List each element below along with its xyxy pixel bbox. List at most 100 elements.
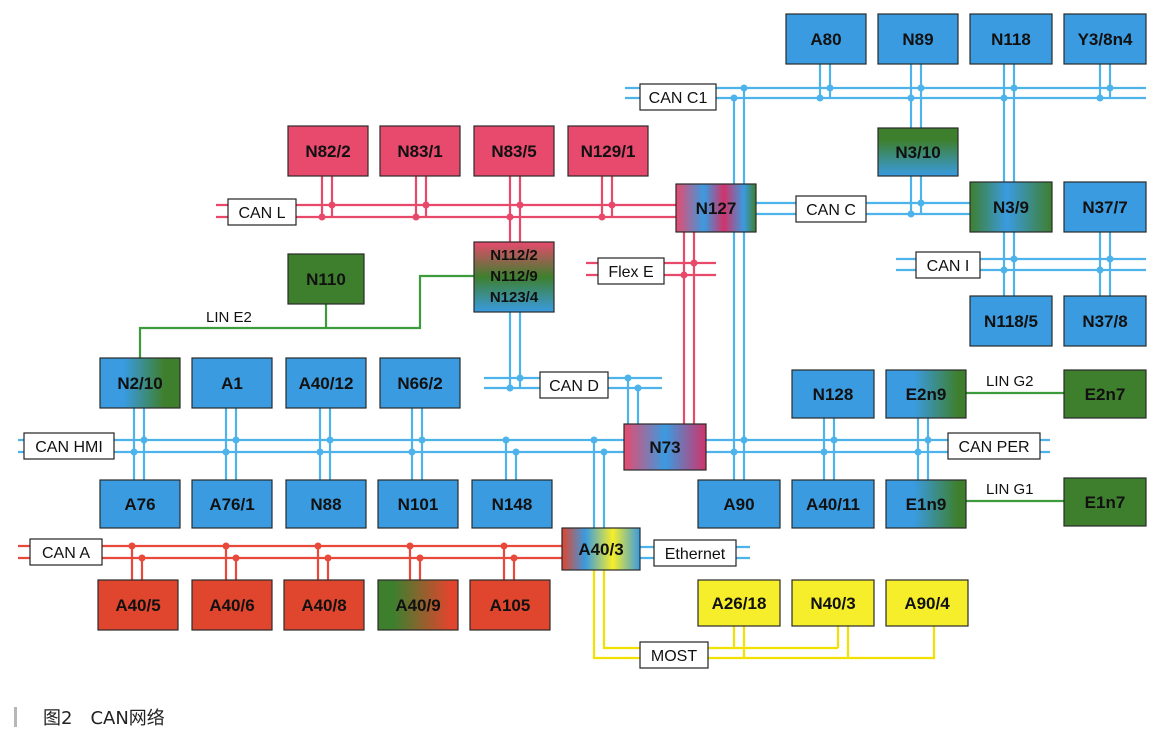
svg-text:Ethernet: Ethernet (665, 546, 726, 563)
node-n112-group: N112/2 N112/9 N123/4 (473, 241, 555, 313)
bus-label-ethernet: Ethernet (653, 539, 737, 567)
bus-label-can-i: CAN I (915, 251, 981, 279)
node-n37-7: N37/7 (1063, 181, 1147, 233)
svg-text:N37/7: N37/7 (1082, 198, 1127, 217)
svg-text:MOST: MOST (651, 648, 697, 665)
bus-label-can-l: CAN L (227, 198, 297, 226)
svg-text:N37/8: N37/8 (1082, 312, 1127, 331)
node-n118: N118 (969, 13, 1053, 65)
svg-text:A76/1: A76/1 (209, 495, 254, 514)
svg-text:N82/2: N82/2 (305, 142, 350, 161)
svg-text:N110: N110 (306, 270, 346, 289)
bus-label-lin-g2: LIN G2 (986, 373, 1034, 390)
node-a76: A76 (99, 479, 181, 529)
node-a40-9: A40/9 (377, 579, 459, 631)
node-a40-5: A40/5 (97, 579, 179, 631)
svg-text:N40/3: N40/3 (810, 594, 855, 613)
svg-text:N3/9: N3/9 (993, 198, 1029, 217)
caption-text: 图2 CAN网络 (43, 708, 165, 729)
svg-text:N118: N118 (991, 30, 1031, 49)
node-a40-12: A40/12 (285, 357, 367, 409)
svg-text:A26/18: A26/18 (712, 594, 767, 613)
svg-text:A40/6: A40/6 (209, 596, 254, 615)
svg-text:N88: N88 (310, 495, 341, 514)
bus-label-can-c: CAN C (795, 195, 867, 223)
node-n3-9: N3/9 (969, 181, 1053, 233)
node-a40-6: A40/6 (191, 579, 273, 631)
svg-text:N83/5: N83/5 (491, 142, 536, 161)
svg-text:N128: N128 (813, 385, 854, 404)
can-network-diagram: A80 N89 N118 Y3/8n4 N82/2 N83/1 N83/5 N1… (18, 13, 1147, 669)
bus-label-lin-g1: LIN G1 (986, 481, 1034, 498)
svg-text:CAN A: CAN A (42, 545, 90, 562)
svg-text:A80: A80 (810, 30, 841, 49)
svg-text:N112/2: N112/2 (490, 247, 538, 264)
node-n128: N128 (791, 369, 875, 419)
node-n110: N110 (287, 253, 365, 305)
svg-text:Flex E: Flex E (608, 264, 653, 281)
svg-text:N66/2: N66/2 (397, 374, 442, 393)
lin-e2-bus (138, 274, 474, 358)
svg-text:N89: N89 (902, 30, 933, 49)
svg-text:CAN PER: CAN PER (958, 439, 1029, 456)
node-n3-10: N3/10 (877, 127, 959, 177)
node-a26-18: A26/18 (697, 579, 781, 627)
node-n83-1: N83/1 (379, 125, 461, 177)
node-a105: A105 (469, 579, 551, 631)
svg-text:N2/10: N2/10 (117, 374, 162, 393)
node-n118-5: N118/5 (969, 295, 1053, 347)
svg-text:N112/9: N112/9 (490, 268, 538, 285)
svg-text:N3/10: N3/10 (895, 143, 940, 162)
node-a40-3: A40/3 (561, 527, 641, 571)
svg-text:E1n9: E1n9 (906, 495, 947, 514)
node-n101: N101 (377, 479, 459, 529)
node-e2n7: E2n7 (1063, 369, 1147, 419)
node-a90: A90 (697, 479, 781, 529)
svg-text:N148: N148 (492, 495, 533, 514)
node-n73: N73 (623, 423, 707, 471)
node-n40-3: N40/3 (791, 579, 875, 627)
svg-text:CAN I: CAN I (927, 258, 970, 275)
svg-text:A40/5: A40/5 (115, 596, 160, 615)
svg-text:A76: A76 (124, 495, 155, 514)
can-i-bus (896, 232, 1146, 296)
svg-text:N101: N101 (398, 495, 439, 514)
node-n2-10: N2/10 (99, 357, 181, 409)
svg-text:CAN HMI: CAN HMI (35, 439, 103, 456)
svg-text:A90/4: A90/4 (904, 594, 950, 613)
svg-text:CAN C: CAN C (806, 202, 856, 219)
node-n89: N89 (877, 13, 959, 65)
can-a-bus (18, 542, 564, 580)
svg-text:E1n7: E1n7 (1085, 493, 1126, 512)
svg-text:A40/12: A40/12 (299, 374, 354, 393)
svg-text:CAN D: CAN D (549, 378, 599, 395)
node-n129-1: N129/1 (567, 125, 649, 177)
svg-text:N118/5: N118/5 (984, 312, 1038, 331)
svg-text:N83/1: N83/1 (397, 142, 442, 161)
can-d-bus (484, 312, 662, 424)
node-n148: N148 (471, 479, 553, 529)
node-a90-4: A90/4 (885, 579, 969, 627)
bus-label-can-d: CAN D (539, 371, 609, 399)
node-n88: N88 (285, 479, 367, 529)
svg-text:E2n9: E2n9 (906, 385, 947, 404)
bus-label-can-per: CAN PER (947, 432, 1041, 460)
svg-text:A40/9: A40/9 (395, 596, 440, 615)
svg-text:A105: A105 (490, 596, 531, 615)
node-n37-8: N37/8 (1063, 295, 1147, 347)
svg-text:E2n7: E2n7 (1085, 385, 1126, 404)
node-y3-8n4: Y3/8n4 (1063, 13, 1147, 65)
svg-text:A40/11: A40/11 (806, 495, 860, 514)
bus-label-can-a: CAN A (29, 538, 103, 566)
node-e1n7: E1n7 (1063, 477, 1147, 527)
node-n66-2: N66/2 (379, 357, 461, 409)
svg-text:N129/1: N129/1 (581, 142, 636, 161)
node-e2n9: E2n9 (885, 369, 967, 419)
bus-label-lin-e2: LIN E2 (206, 309, 252, 326)
svg-text:N123/4: N123/4 (490, 289, 539, 306)
svg-text:N127: N127 (696, 199, 737, 218)
node-a40-11: A40/11 (791, 479, 875, 529)
node-a76-1: A76/1 (191, 479, 273, 529)
svg-text:CAN L: CAN L (238, 205, 285, 222)
svg-text:CAN C1: CAN C1 (649, 90, 708, 107)
